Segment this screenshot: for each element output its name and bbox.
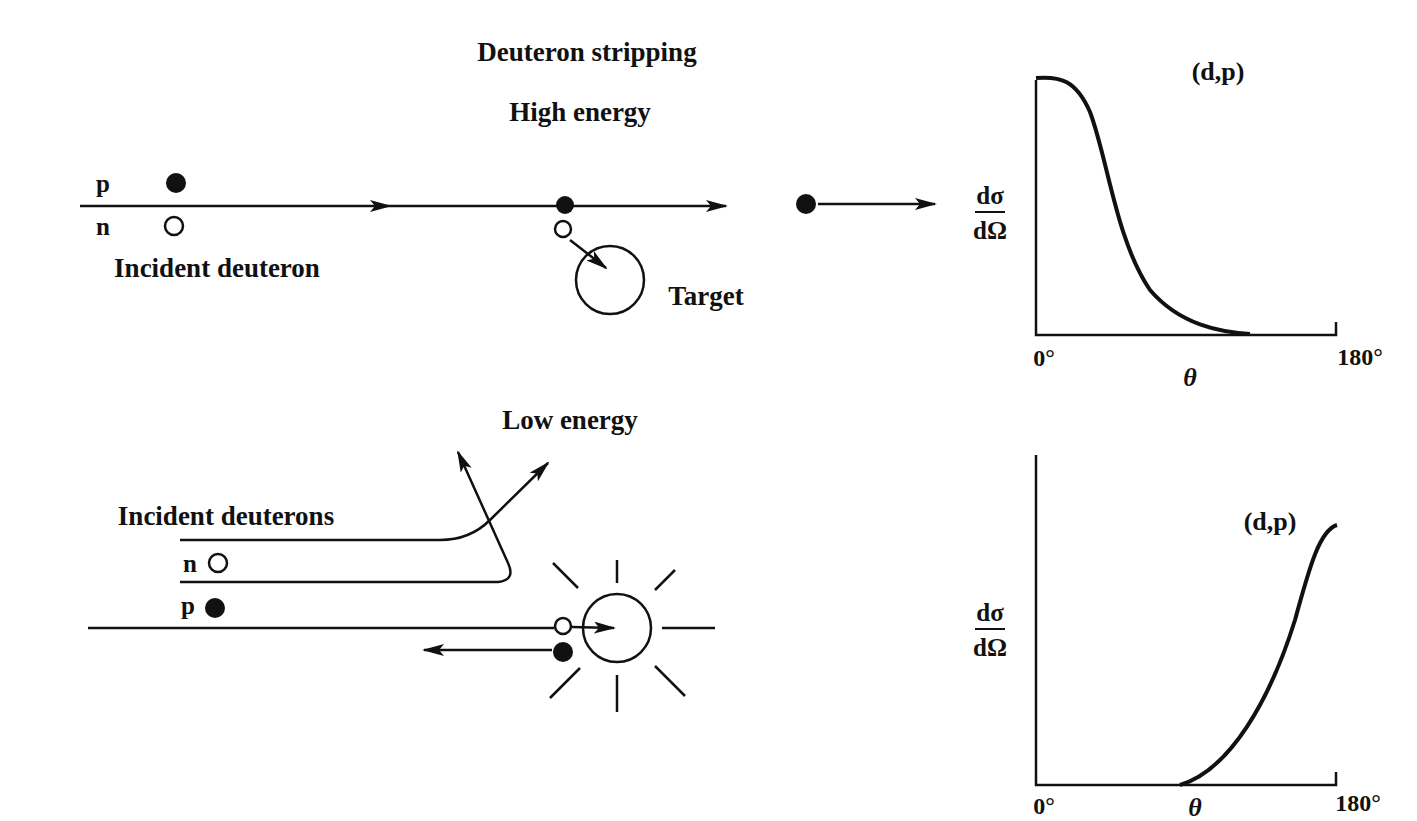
particle-name: n bbox=[96, 214, 110, 239]
proton bbox=[553, 642, 573, 662]
axis-label: dσ bbox=[976, 600, 1004, 625]
proton bbox=[796, 194, 816, 214]
target-nucleus bbox=[576, 246, 644, 314]
neutron-arrow bbox=[572, 627, 614, 628]
chart-axes bbox=[1036, 80, 1336, 335]
proton bbox=[205, 598, 225, 618]
proton bbox=[556, 196, 574, 214]
reaction-label: (d,p) bbox=[1192, 59, 1245, 85]
tick-label: 180° bbox=[1335, 791, 1381, 815]
proton-arrow bbox=[818, 203, 935, 206]
axis-label: θ bbox=[1188, 795, 1202, 821]
trajectory bbox=[88, 627, 554, 630]
chart-axes bbox=[1036, 455, 1336, 785]
subheading: Low energy bbox=[502, 407, 638, 434]
glow-rays bbox=[550, 560, 715, 712]
neutron bbox=[555, 618, 571, 634]
tick-label: 180° bbox=[1337, 345, 1383, 369]
proton-arrow bbox=[424, 649, 552, 652]
beam-line bbox=[80, 205, 390, 208]
tick-label: 0° bbox=[1033, 794, 1055, 818]
fraction-bar bbox=[975, 211, 1005, 213]
cross-section-curve bbox=[1180, 525, 1337, 785]
neutron bbox=[165, 217, 183, 235]
cross-section-curve bbox=[1036, 78, 1250, 334]
target-nucleus bbox=[583, 594, 651, 662]
caption-label: Incident deuterons bbox=[118, 503, 334, 530]
axis-label: dσ bbox=[976, 183, 1004, 208]
axis-label: dΩ bbox=[973, 635, 1007, 660]
heading: Deuteron stripping bbox=[477, 39, 696, 66]
reaction-label: (d,p) bbox=[1244, 509, 1297, 535]
tick-label: 0° bbox=[1033, 346, 1055, 370]
particle-name: p bbox=[96, 171, 110, 196]
proton bbox=[166, 173, 186, 193]
neutron bbox=[555, 221, 571, 237]
neutron bbox=[209, 554, 227, 572]
fraction-bar bbox=[975, 628, 1005, 630]
target-label: Target bbox=[668, 283, 744, 310]
subheading: High energy bbox=[509, 99, 651, 126]
particle-name: p bbox=[181, 593, 195, 618]
particle-name: n bbox=[183, 551, 197, 576]
caption-label: Incident deuteron bbox=[114, 255, 320, 282]
axis-label: dΩ bbox=[973, 218, 1007, 243]
axis-label: θ bbox=[1183, 365, 1197, 391]
